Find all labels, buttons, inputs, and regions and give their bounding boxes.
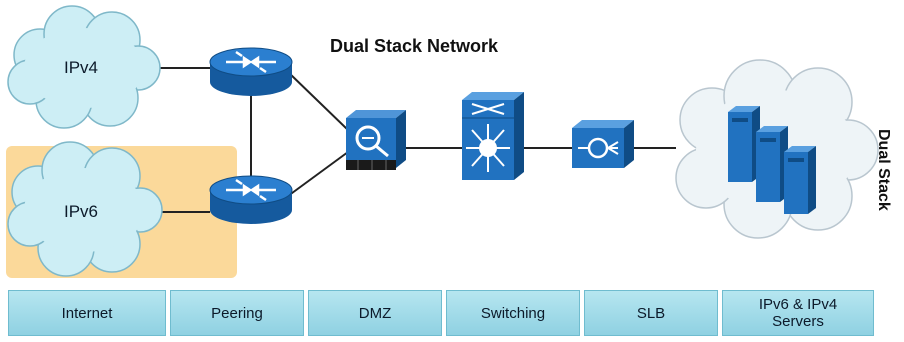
server-2 xyxy=(756,126,788,202)
slb-icon xyxy=(572,120,634,168)
router-1-icon xyxy=(209,47,293,96)
ipv6-cloud xyxy=(7,141,163,277)
ipv4-cloud xyxy=(7,5,161,129)
firewall-icon xyxy=(346,110,406,170)
servers-icon xyxy=(728,106,816,214)
stage-bar: Internet Peering DMZ Switching SLB IPv6 … xyxy=(8,290,874,336)
link-router1-firewall xyxy=(287,71,349,131)
switch-icon xyxy=(462,92,524,180)
router-2-icon xyxy=(209,175,293,224)
stage-dmz: DMZ xyxy=(308,290,442,336)
stage-switching: Switching xyxy=(446,290,580,336)
stage-internet: Internet xyxy=(8,290,166,336)
ipv6-cloud-label: IPv6 xyxy=(64,202,99,221)
stage-peering: Peering xyxy=(170,290,304,336)
stage-servers: IPv6 & IPv4 Servers xyxy=(722,290,874,336)
diagram-title: Dual Stack Network xyxy=(330,36,499,56)
dual-stack-side-label: Dual Stack xyxy=(875,129,892,211)
stage-slb: SLB xyxy=(584,290,718,336)
link-router2-firewall xyxy=(287,151,349,197)
ipv4-cloud-label: IPv4 xyxy=(64,58,99,77)
server-1 xyxy=(728,106,760,182)
server-3 xyxy=(784,146,816,214)
